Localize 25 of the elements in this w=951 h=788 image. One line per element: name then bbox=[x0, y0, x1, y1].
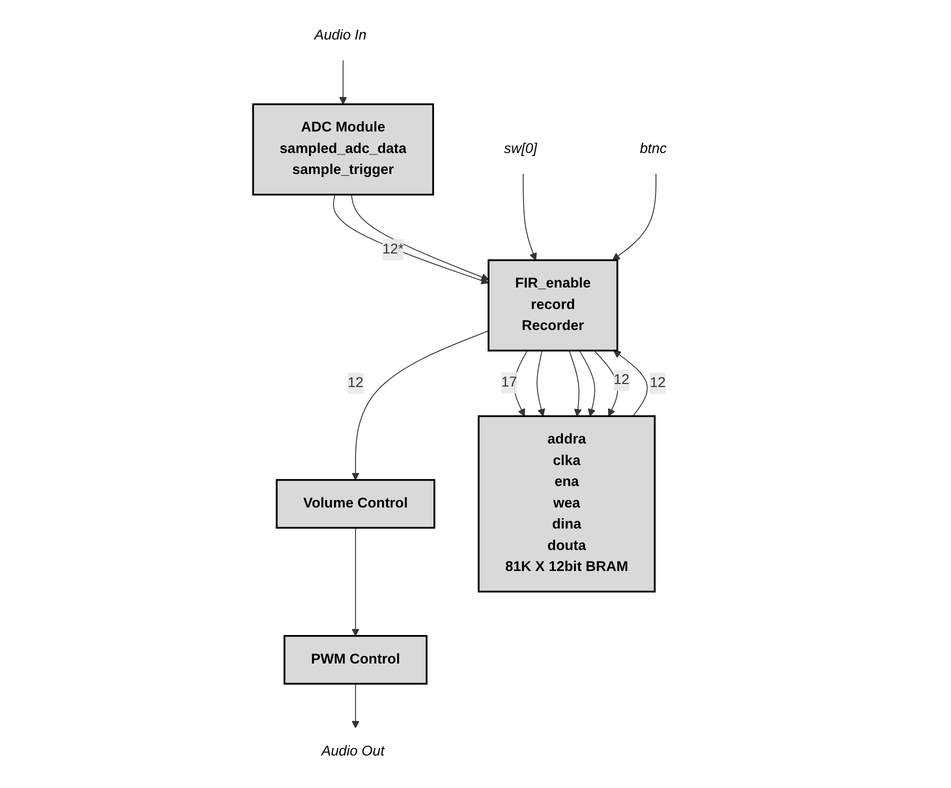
node-text: sw[0] bbox=[504, 141, 537, 157]
edge-label: 12 bbox=[613, 372, 630, 388]
node-box: FIR_enable record Recorder bbox=[487, 259, 618, 352]
node-box: addra clka ena wea dina douta 81K X 12bit BRAM bbox=[477, 415, 656, 592]
arrow bbox=[612, 350, 648, 417]
node-text: btnc bbox=[640, 141, 666, 157]
node-box: Volume Control bbox=[275, 479, 435, 529]
edge-label: 17 bbox=[500, 374, 517, 390]
arrow bbox=[568, 350, 582, 416]
arrow bbox=[593, 350, 618, 416]
node-box: PWM Control bbox=[283, 635, 428, 685]
arrow bbox=[578, 350, 596, 416]
arrow bbox=[522, 172, 537, 261]
arrow bbox=[351, 683, 360, 728]
edge-label: 12 bbox=[347, 375, 364, 390]
edge-label: 12* bbox=[382, 242, 404, 257]
edge-label: 12 bbox=[649, 375, 666, 390]
node-box: ADC Module sampled_adc_data sample_trigger bbox=[252, 103, 434, 196]
arrow bbox=[351, 330, 489, 480]
arrow bbox=[338, 60, 347, 105]
arrow bbox=[536, 350, 545, 416]
node-text: Audio Out bbox=[321, 744, 384, 760]
node-text: Audio In bbox=[314, 28, 366, 44]
arrow bbox=[612, 172, 656, 261]
arrow bbox=[351, 527, 360, 636]
